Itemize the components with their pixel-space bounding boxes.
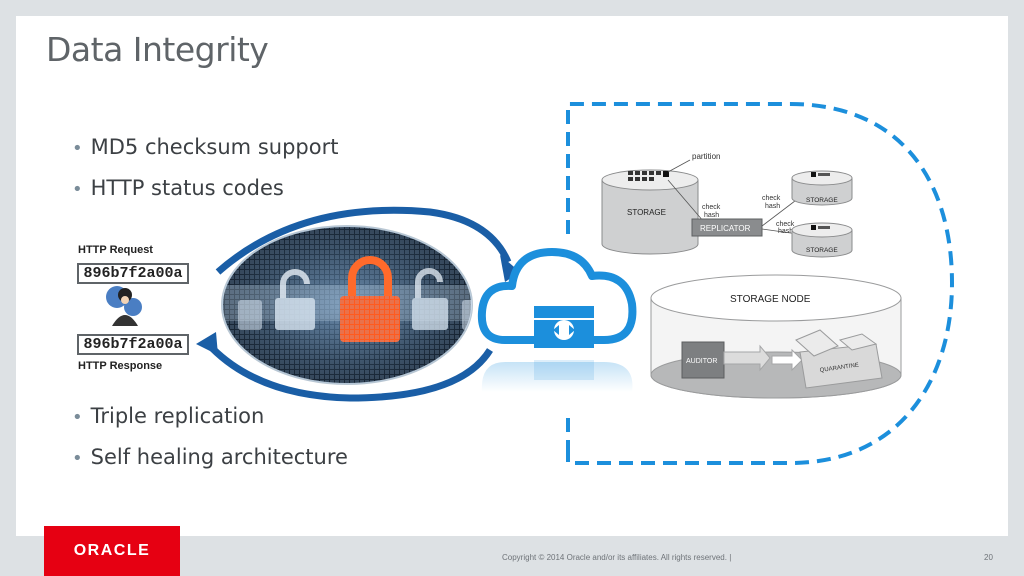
page-number: 20 bbox=[984, 553, 993, 562]
encrypted-lock-graphic bbox=[221, 225, 473, 385]
auditor-box: AUDITOR bbox=[681, 341, 725, 379]
check-hash-label: check bbox=[776, 221, 795, 228]
lock-icon bbox=[412, 268, 448, 330]
lock-icon bbox=[340, 256, 400, 342]
storage-label: STORAGE bbox=[627, 208, 666, 217]
partition-label: partition bbox=[692, 152, 720, 161]
bullet-item: •MD5 checksum support bbox=[72, 135, 339, 159]
storage-node: STORAGE NODE AUDITOR QUARANTINE bbox=[650, 274, 902, 399]
response-flow-arrow bbox=[196, 332, 493, 402]
request-hash: 896b7f2a00a bbox=[77, 263, 189, 284]
replicator-box: REPLICATOR bbox=[691, 218, 763, 237]
http-response-label: HTTP Response bbox=[78, 360, 163, 372]
replica-storage-cylinder: STORAGE bbox=[791, 222, 853, 258]
bullet-text: HTTP status codes bbox=[90, 176, 284, 200]
bullet-text: Triple replication bbox=[90, 404, 265, 428]
storage-cylinder: STORAGE bbox=[601, 169, 699, 255]
lock-icon bbox=[275, 269, 315, 330]
bullet-item: •HTTP status codes bbox=[72, 176, 284, 200]
oracle-logo: ORACLE bbox=[44, 526, 180, 576]
replica-storage-cylinder: STORAGE bbox=[791, 170, 853, 206]
replicator-label: REPLICATOR bbox=[700, 224, 751, 233]
bullet-list-top: •MD5 checksum support •HTTP status codes bbox=[72, 135, 338, 217]
http-request-label: HTTP Request bbox=[78, 244, 153, 256]
copyright-text: Copyright © 2014 Oracle and/or its affil… bbox=[502, 553, 732, 562]
check-hash-label: hash bbox=[765, 203, 780, 210]
exchange-icon bbox=[534, 306, 594, 380]
cluster-boundary bbox=[566, 102, 955, 465]
slide-title: Data Integrity bbox=[46, 30, 269, 69]
auditor-label: AUDITOR bbox=[686, 358, 717, 365]
user-avatar-icon bbox=[106, 286, 142, 326]
check-hash-label: check bbox=[762, 195, 781, 202]
bullet-list-bottom: •Triple replication •Self healing archit… bbox=[72, 404, 348, 486]
quarantine-box: QUARANTINE bbox=[795, 329, 883, 389]
bullet-text: Self healing architecture bbox=[90, 445, 348, 469]
replica-storage-label: STORAGE bbox=[806, 197, 838, 204]
bullet-item: •Self healing architecture bbox=[72, 445, 348, 469]
bullet-text: MD5 checksum support bbox=[90, 135, 339, 159]
response-hash: 896b7f2a00a bbox=[77, 334, 189, 355]
cloud-icon bbox=[477, 248, 637, 392]
check-hash-label: hash bbox=[778, 228, 793, 235]
check-hash-label: hash bbox=[704, 212, 719, 219]
replica-storage-label: STORAGE bbox=[806, 247, 838, 254]
bullet-item: •Triple replication bbox=[72, 404, 265, 428]
quarantine-label: QUARANTINE bbox=[819, 363, 859, 374]
storage-node-label: STORAGE NODE bbox=[730, 294, 811, 305]
check-hash-label: check bbox=[702, 204, 721, 211]
